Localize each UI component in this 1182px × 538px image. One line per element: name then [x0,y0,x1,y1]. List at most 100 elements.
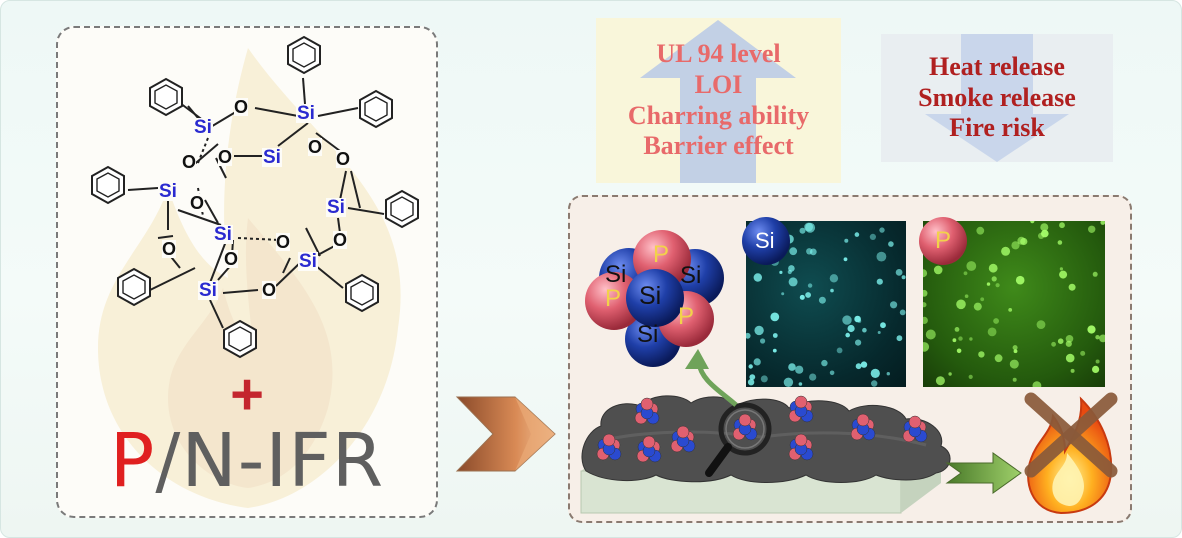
map-speckle [963,271,968,276]
map-speckle [1057,240,1063,245]
map-speckle [969,337,973,341]
o-atom-label: O [182,152,197,172]
map-speckle [788,265,795,272]
si-atom-label: Si [213,224,233,245]
o-atom-label: O [262,280,277,300]
o-atom-label: O [190,193,205,213]
map-speckle [789,247,798,256]
map-speckle [895,269,903,276]
map-speckle [836,347,843,354]
map-speckle [964,294,969,298]
map-speckle [1065,353,1075,363]
map-speckle [1017,236,1026,245]
map-speckle [923,316,928,324]
decrease-line-heat: Heat release [929,51,1065,81]
map-speckle [799,227,806,234]
prohibited-cross-icon [1024,392,1118,478]
map-speckle [1051,341,1056,347]
decrease-line-smoke: Smoke release [918,82,1076,112]
map-speckle [1059,222,1065,229]
increase-line-barrier: Barrier effect [643,131,794,161]
map-speckle [880,322,886,329]
map-speckle [988,263,998,273]
map-speckle [860,361,868,368]
map-speckle [746,332,751,339]
map-speckle [978,351,985,358]
o-atom-label: O [336,149,351,169]
o-atom-label: O [308,137,323,157]
map-speckle [1011,241,1020,250]
map-speckle [1001,246,1011,256]
zoom-arrow-icon [685,349,738,407]
si-p-nano-cluster [902,415,928,443]
o-atom-label: O [234,97,249,117]
map-speckle [1057,338,1064,344]
increased-properties-box: UL 94 level LOI Charring ability Barrier… [596,18,841,183]
decrease-line-fire: Fire risk [949,113,1045,143]
map-speckle [968,374,973,379]
si-p-nano-cluster [788,395,814,423]
map-speckle [1040,223,1049,232]
map-speckle [818,296,826,304]
map-speckle [783,377,794,387]
map-speckle [747,379,755,386]
map-speckle [933,265,943,275]
map-speckle [987,327,997,337]
map-speckle [899,309,906,316]
map-speckle [788,363,796,371]
map-speckle [1080,350,1086,356]
map-speckle [847,324,855,333]
si-p-nano-cluster [788,433,814,461]
map-speckle [830,288,834,293]
map-speckle [980,297,985,302]
map-speckle [1065,335,1074,343]
ifr-rest-text: /N-IFR [155,418,385,504]
map-speckle [807,283,813,288]
map-speckle [760,338,766,344]
map-speckle [770,312,780,322]
map-speckle [876,251,887,262]
plus-sign: + [230,362,264,427]
map-speckle [958,336,963,341]
map-speckle [1030,221,1035,224]
map-speckle [862,327,867,333]
map-speckle [923,289,928,297]
map-speckle [829,370,835,376]
map-speckle [854,315,861,323]
map-speckle [748,364,753,369]
si-p-nano-cluster [634,397,660,425]
si-p-nano-cluster [670,425,696,453]
map-speckle [1015,275,1025,285]
map-speckle [821,359,828,367]
map-speckle [952,338,957,343]
o-atom-label: O [333,230,348,250]
map-speckle [973,302,982,311]
map-speckle [804,222,813,232]
map-speckle [935,376,945,386]
si-p-nano-cluster [636,435,662,463]
p-map-marker-label: P [935,227,952,254]
map-speckle [879,227,885,233]
map-speckle [805,292,811,298]
map-speckle [809,248,817,256]
map-speckle [753,358,761,366]
map-speckle [1092,271,1098,277]
map-speckle [1036,320,1046,329]
map-speckle [1070,368,1075,373]
map-speckle [925,329,936,340]
si-atom-label: Si [296,103,316,124]
map-speckle [976,226,985,235]
increase-line-loi: LOI [694,69,743,99]
map-speckle [986,282,991,286]
map-speckle [854,232,860,237]
map-speckle [1095,335,1100,340]
si-p-cluster-icon [585,230,724,367]
si-p-nano-cluster [850,413,876,441]
si-sphere-label: Si [639,282,662,310]
increase-line-charring: Charring ability [627,100,810,130]
map-speckle [991,276,997,282]
si-atom-label: Si [198,280,218,301]
map-speckle [956,348,962,354]
si-sphere-label: Si [680,262,702,289]
